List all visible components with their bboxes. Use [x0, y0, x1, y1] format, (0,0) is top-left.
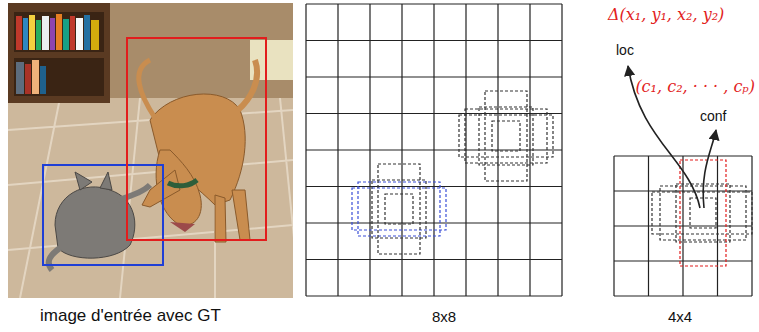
conf-arrow [703, 130, 716, 208]
input-photo [8, 3, 293, 298]
conf-formula: (c₁, c₂, · · · , cₚ) [635, 78, 755, 96]
default-boxes [352, 91, 752, 266]
conf-label: conf [700, 108, 726, 124]
image-caption: image d'entrée avec GT [40, 306, 221, 326]
grid-8x8 [306, 4, 562, 296]
grid-4x4 [614, 156, 752, 296]
grid-size-label: 4x4 [668, 308, 692, 325]
loc-formula: Δ(x₁, y₁, x₂, y₂) [608, 6, 724, 24]
grid-size-label: 8x8 [432, 308, 456, 325]
loc-label: loc [616, 42, 634, 58]
